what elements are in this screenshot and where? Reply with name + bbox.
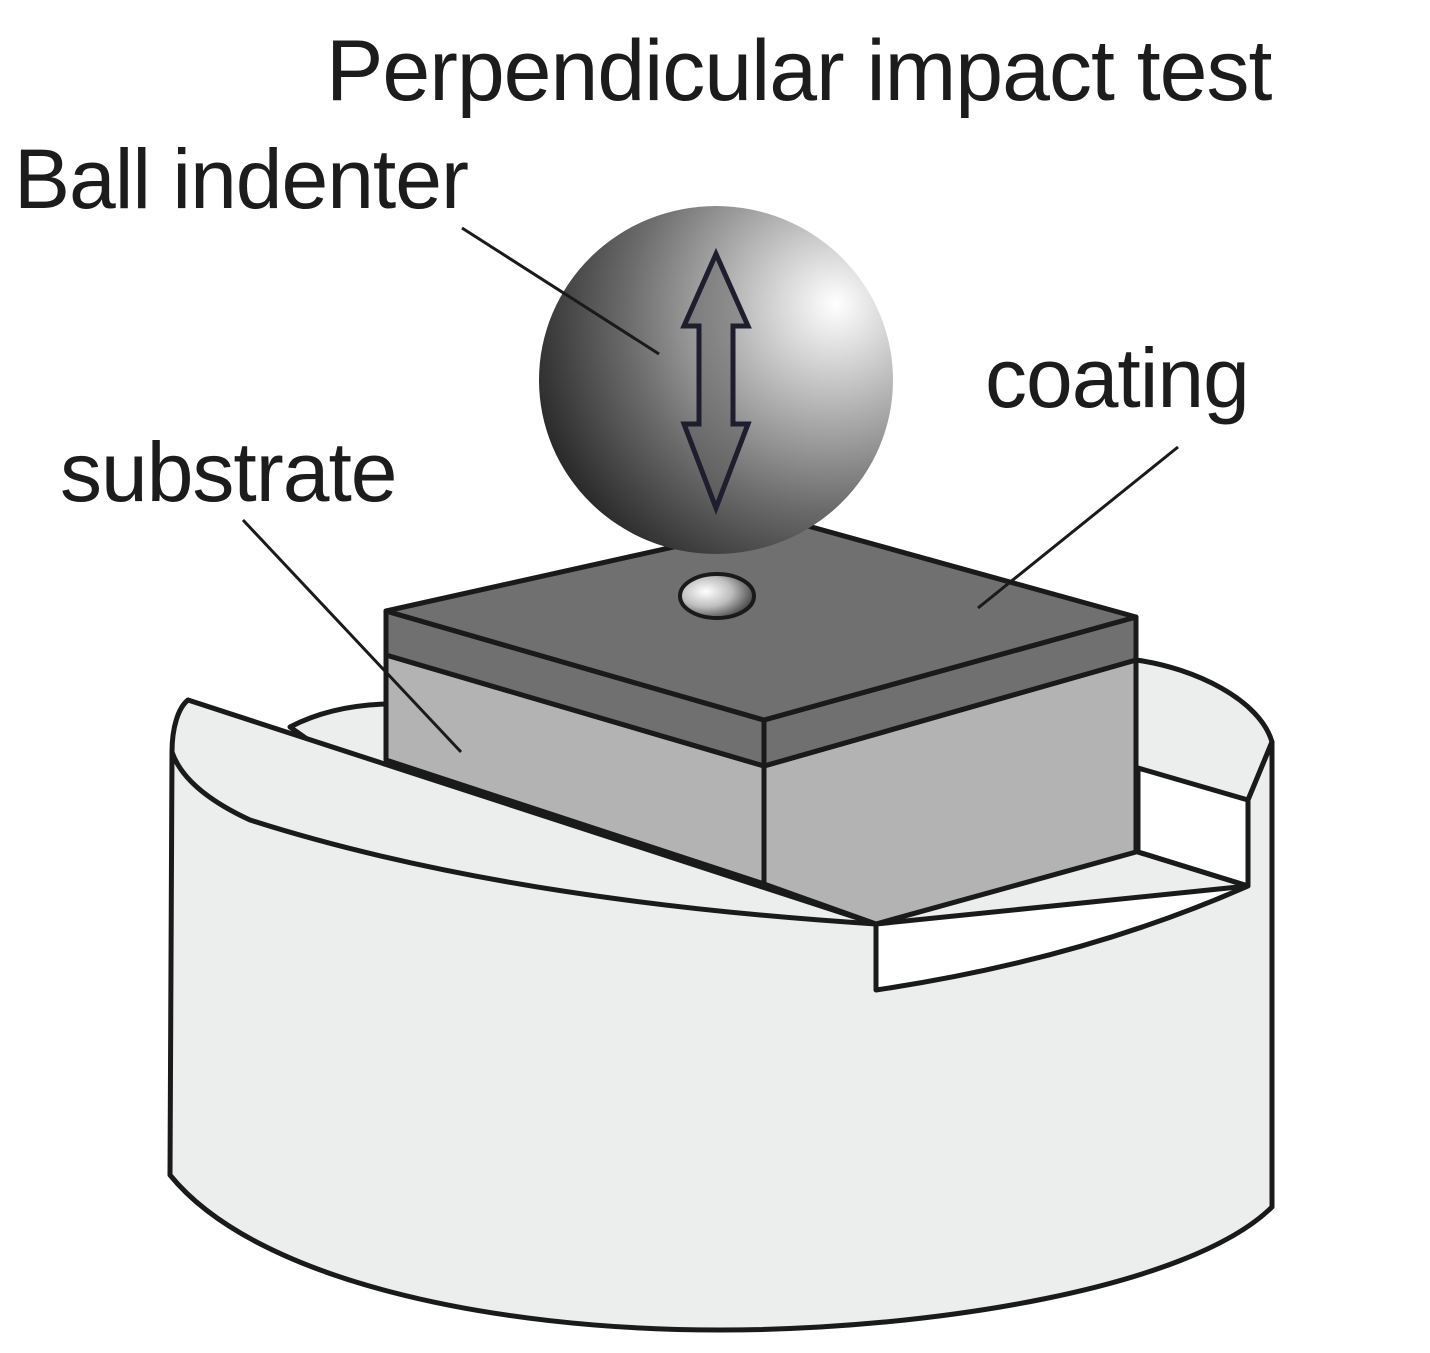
ball-indenter-label: Ball indenter [14, 132, 469, 226]
substrate-leader [241, 518, 463, 754]
ball-indenter-leader [461, 226, 660, 356]
leader-lines [241, 226, 1179, 754]
double-arrow-icon [680, 247, 752, 516]
ball-indenter-sphere [539, 206, 893, 554]
holder-notch-edge [1137, 849, 1249, 889]
holder-front-rim [169, 751, 877, 927]
diagram-title: Perpendicular impact test [326, 23, 1272, 119]
specimen-block [383, 518, 1139, 927]
substrate-label: substrate [60, 425, 398, 519]
coating-label: coating [985, 331, 1250, 425]
impact-crater [678, 572, 756, 620]
coating-top-face [383, 518, 1139, 723]
coating-leader [977, 445, 1179, 610]
holder-body [167, 697, 1275, 1333]
